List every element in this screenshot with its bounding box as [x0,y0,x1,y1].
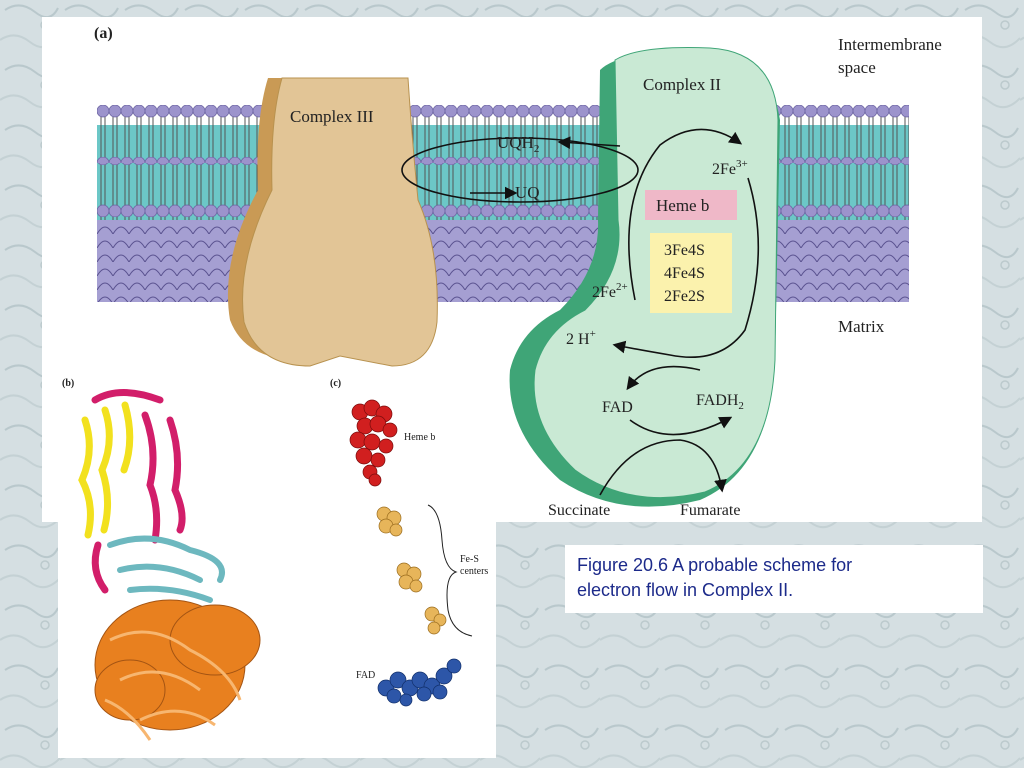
fadh2-to-fad-arrow [626,365,701,391]
protein-ribbon-structure [78,389,261,741]
panel-a-label: (a) [94,25,113,42]
matrix-label: Matrix [838,317,885,336]
uqh2-label: UQH2 [497,133,539,155]
panel-b-label: (b) [62,378,74,389]
fes-cluster-2 [396,562,423,593]
space-label: space [838,58,876,77]
uqh2-arrow [557,136,621,150]
caption-line-1: Figure 20.6 A probable scheme for [577,555,853,575]
fumarate-label: Fumarate [680,502,740,519]
uq-label: UQ [515,183,540,202]
electron-flow-right [612,177,760,358]
fes-caption-2: centers [460,566,488,577]
heme-b-label: Heme b [656,196,709,215]
fes-brace [427,504,473,637]
complex-iii [227,77,438,367]
fes-box [650,233,732,313]
complex-iii-label: Complex III [290,107,374,126]
heme-b-box [645,190,737,220]
fe3-label: 2Fe3+ [712,158,748,178]
succinate-label: Succinate [548,502,610,519]
uq-cycle-loop [401,137,639,203]
fes-2fe2s: 2Fe2S [664,288,705,305]
fad-label: FAD [602,399,633,416]
panel-c-label: (c) [330,378,341,389]
fad-spacefill [377,658,462,707]
fes-4fe4s: 4Fe4S [664,265,705,282]
electron-flow-loop [628,128,743,301]
fad-caption: FAD [356,670,375,681]
intermembrane-label: Intermembrane [838,35,942,54]
protons-label: 2 H+ [566,328,596,348]
fes-caption-1: Fe-S [460,554,479,565]
fad-to-fadh2-arrow [629,416,733,436]
succinate-fumarate-arrow [599,439,727,496]
figure-caption: Figure 20.6 A probable scheme for electr… [565,545,983,613]
fes-cluster-1 [376,506,403,537]
complex-ii-label: Complex II [643,75,721,94]
fes-3fe4s: 3Fe4S [664,242,705,259]
fes-cluster-3 [424,606,447,635]
caption-line-2: electron flow in Complex II. [577,580,794,600]
fadh2-label: FADH2 [696,392,744,412]
heme-b-spacefill [349,399,398,487]
heme-b-caption: Heme b [404,432,435,443]
fe2-label: 2Fe2+ [592,281,628,301]
